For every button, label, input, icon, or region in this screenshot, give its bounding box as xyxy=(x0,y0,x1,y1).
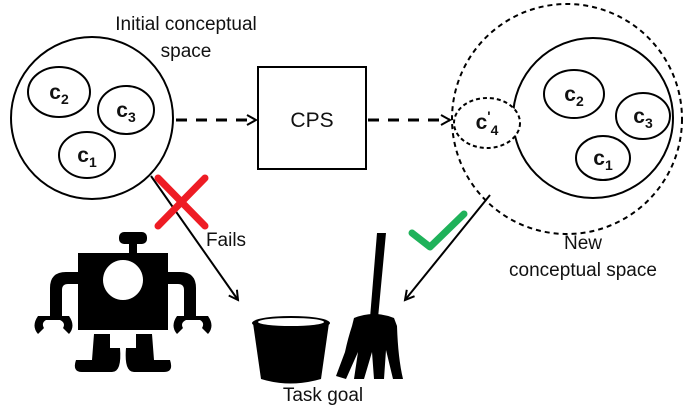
concept-subscript: 2 xyxy=(576,93,584,109)
concept-base: c xyxy=(49,81,61,104)
concept-subscript: 3 xyxy=(128,109,136,125)
initial-concept-c2: c2 xyxy=(27,66,91,118)
initial-concept-c3: c3 xyxy=(97,85,155,135)
new-space-title-line1: New xyxy=(564,233,602,254)
concept-subscript: 2 xyxy=(61,91,69,107)
initial-space-title-line1: Initial conceptual xyxy=(115,14,257,35)
concept-subscript: 3 xyxy=(645,115,653,131)
broom-icon xyxy=(336,233,403,379)
svg-text:c3: c3 xyxy=(116,99,136,125)
concept-base: c xyxy=(633,105,645,128)
new-concept-c1: c1 xyxy=(575,135,631,181)
task-goal-label: Task goal xyxy=(283,385,363,406)
concept-subscript: 1 xyxy=(605,157,613,173)
robot-icon xyxy=(34,232,212,372)
bucket-icon xyxy=(252,316,330,384)
svg-text:c2: c2 xyxy=(49,81,69,107)
svg-text:c1: c1 xyxy=(593,147,613,173)
svg-text:c3: c3 xyxy=(633,105,653,131)
concept-base: c xyxy=(116,99,128,122)
arrow-initial-to-goal xyxy=(150,175,238,300)
initial-space-title-line2: space xyxy=(161,41,212,62)
new-concept-c4-prime: c'4 xyxy=(453,97,521,149)
cps-label: CPS xyxy=(290,109,333,132)
concept-prime: ' xyxy=(487,108,490,124)
cross-icon xyxy=(154,174,209,230)
svg-text:c2: c2 xyxy=(564,83,584,109)
concept-subscript: 1 xyxy=(89,154,97,170)
concept-base: c xyxy=(77,144,89,167)
new-space-title-line2: conceptual space xyxy=(509,260,657,281)
new-concept-c2: c2 xyxy=(543,69,605,119)
svg-text:c'4: c'4 xyxy=(476,108,499,138)
initial-concept-c1: c1 xyxy=(58,131,116,179)
concept-subscript: 4 xyxy=(491,122,499,138)
check-icon xyxy=(408,210,468,251)
svg-text:c1: c1 xyxy=(77,144,97,170)
cps-box xyxy=(257,66,367,170)
new-concept-c3: c3 xyxy=(615,92,671,140)
concept-base: c xyxy=(593,147,605,170)
arrow-new-space-to-goal xyxy=(405,194,491,300)
fails-label: Fails xyxy=(206,230,246,251)
concept-base: c xyxy=(476,111,488,134)
concept-base: c xyxy=(564,83,576,106)
